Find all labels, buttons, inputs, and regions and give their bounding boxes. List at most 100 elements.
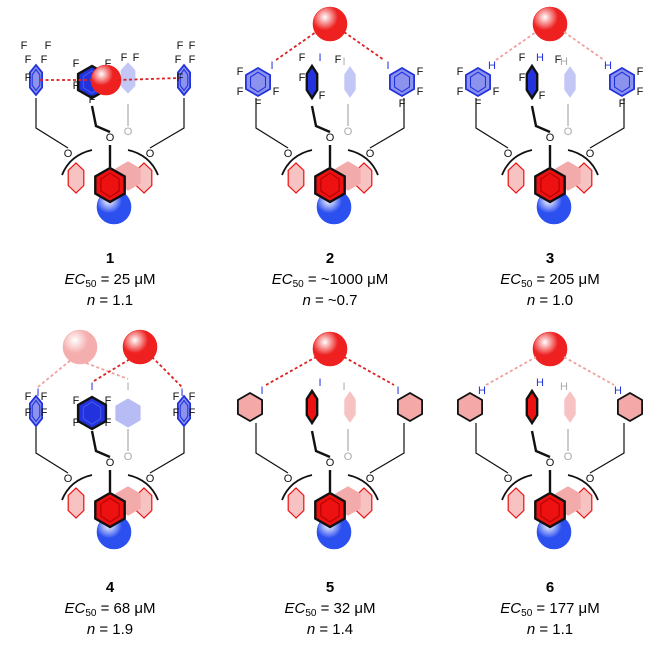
fluorine-atom: F: [519, 52, 526, 64]
fluorine-atom: F: [21, 40, 28, 52]
iodine-atom: I: [270, 60, 273, 72]
fluorine-atom: F: [25, 391, 32, 403]
hydrogen-atom: H: [536, 377, 544, 389]
scaffold-bridge: [61, 149, 159, 176]
ec-subscript: 50: [305, 608, 317, 619]
fluorine-atom: F: [457, 66, 464, 78]
oxygen-atom: O: [326, 132, 335, 144]
fluorine-atom: F: [637, 86, 644, 98]
iodine-atom: I: [36, 387, 39, 399]
n-number: = 1.4: [315, 621, 354, 638]
linker-left: [475, 98, 509, 149]
arm-ring-left: [244, 66, 271, 98]
core-ring-inner: [100, 497, 120, 523]
compound-number: 3: [545, 250, 555, 267]
ec50-value: EC50 = 177 μM: [440, 598, 660, 619]
n-number: = 1.9: [95, 621, 134, 638]
ec-number: = 177 μM: [532, 600, 600, 617]
arm-ring-back: [120, 62, 136, 94]
linker-right: [369, 423, 405, 474]
ec-subscript: 50: [521, 608, 533, 619]
arm-ring-right-inner: [393, 71, 411, 93]
ec-number: = 205 μM: [532, 271, 600, 288]
hydrogen-atom: H: [560, 381, 568, 393]
fluorine-atom: F: [555, 54, 562, 66]
structure-1: OOOOFFFFFFFFFFFFFFFFF: [21, 40, 196, 225]
arm-ring-center: [305, 63, 319, 101]
arm-ring-right: [396, 391, 424, 423]
ec-label: EC: [500, 271, 522, 288]
ec-subscript: 50: [292, 279, 304, 290]
fluorine-atom: F: [299, 52, 306, 64]
fluorine-atom: F: [299, 72, 306, 84]
anion-sphere-red: [532, 331, 568, 367]
ec50-value: EC50 = ~1000 μM: [220, 269, 440, 290]
side-ring: [287, 162, 305, 194]
scaffold-bridge: [61, 474, 159, 501]
fluorine-atom: F: [105, 417, 112, 429]
arm-ring-back: [344, 66, 356, 98]
arm-ring-left: [28, 394, 43, 428]
arm-ring-right: [176, 63, 192, 97]
anion-sphere-red: [90, 64, 122, 96]
core-ring: [534, 166, 566, 204]
n-label: n: [302, 292, 311, 309]
ec50-value: EC50 = 205 μM: [440, 269, 660, 290]
fluorine-atom: F: [121, 52, 128, 64]
iodine-atom: I: [180, 387, 183, 399]
ec-subscript: 50: [521, 279, 533, 290]
fluorine-atom: F: [539, 90, 546, 102]
fluorine-atom: F: [475, 98, 482, 110]
linker-right: [589, 98, 625, 149]
oxygen-atom: O: [64, 473, 73, 485]
core-ring: [94, 491, 126, 529]
core-ring: [314, 491, 346, 529]
fluorine-atom: F: [335, 54, 342, 66]
anion-sphere-red: [312, 6, 348, 42]
arm-ring-right-inner: [613, 71, 631, 93]
hydrogen-atom: H: [478, 385, 486, 397]
core-ring-inner: [100, 172, 120, 198]
fluorine-atom: F: [41, 407, 48, 419]
linker-left: [35, 423, 69, 474]
ec-label: EC: [500, 600, 522, 617]
anion-contact-line: [563, 356, 615, 386]
ec-number: = ~1000 μM: [303, 271, 389, 288]
hill-coefficient: n = 1.4: [220, 619, 440, 640]
oxygen-atom: O: [546, 457, 555, 469]
anion-contact-line: [343, 356, 395, 386]
fluorine-atom: F: [417, 86, 424, 98]
fluorine-atom: F: [237, 86, 244, 98]
n-number: = ~0.7: [310, 292, 358, 309]
scaffold-bridge: [501, 474, 599, 501]
oxygen-atom: O: [326, 457, 335, 469]
scaffold-bridge: [281, 149, 379, 176]
fluorine-atom: F: [273, 86, 280, 98]
fluorine-atom: F: [189, 40, 196, 52]
fluorine-atom: F: [173, 407, 180, 419]
hydrogen-atom: H: [604, 60, 612, 72]
arm-ring-right-inner: [179, 68, 189, 92]
compound-number: 1: [105, 250, 115, 267]
ec-subscript: 50: [85, 279, 97, 290]
side-ring: [67, 487, 85, 519]
oxygen-atom: O: [146, 148, 155, 160]
fluorine-atom: F: [637, 66, 644, 78]
hill-coefficient: n = 1.9: [0, 619, 220, 640]
oxygen-atom: O: [146, 473, 155, 485]
arm-ring-right: [176, 394, 192, 428]
oxygen-atom: O: [564, 126, 573, 138]
linker-left: [255, 98, 289, 149]
side-ring: [67, 162, 85, 194]
anion-contact-line: [37, 358, 73, 388]
oxygen-atom: O: [366, 473, 375, 485]
linker-right: [369, 98, 405, 149]
